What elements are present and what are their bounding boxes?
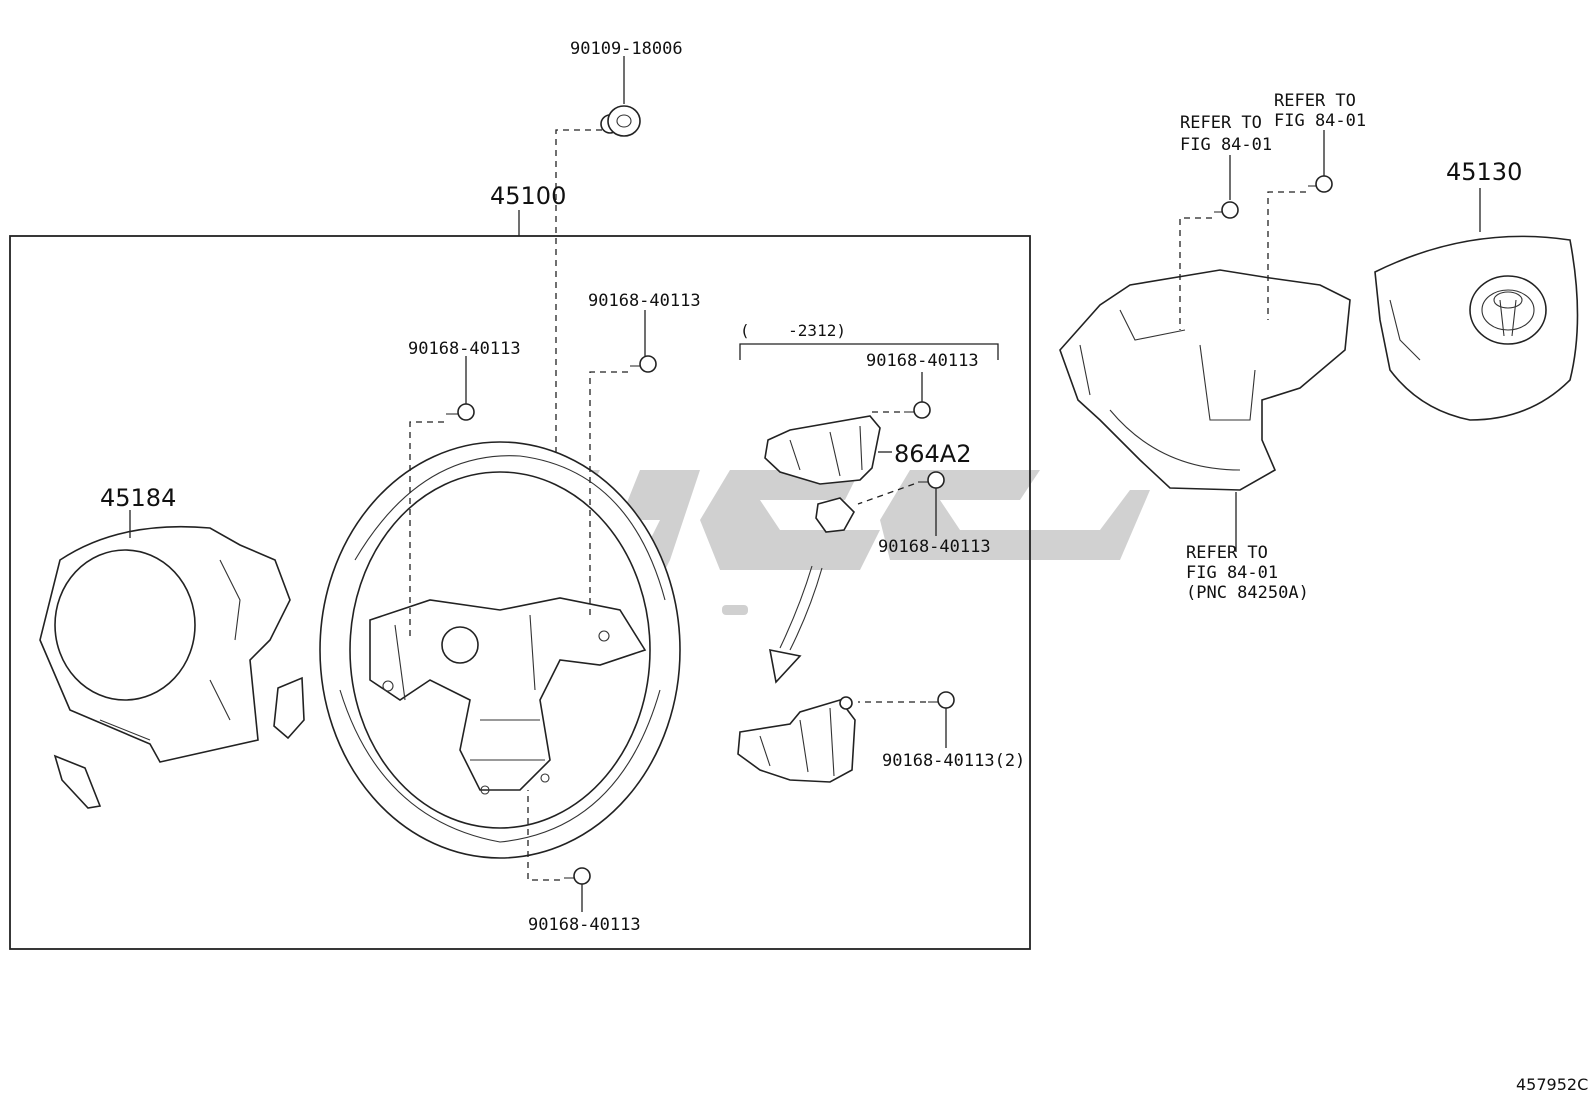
label-refer-a-1: REFER TO <box>1180 113 1262 133</box>
label-refer-c-2: FIG 84-01 <box>1186 563 1278 583</box>
label-refer-b-1: REFER TO <box>1274 91 1356 111</box>
label-refer-c-1: REFER TO <box>1186 543 1268 563</box>
label-screw-center: 90168-40113 <box>588 291 701 311</box>
screw-refer-a-icon <box>1214 201 1239 219</box>
assembly-frame <box>9 235 1031 950</box>
clip-icon <box>815 497 855 533</box>
screw-bottom-icon <box>564 867 591 885</box>
screw-left-icon <box>446 403 475 421</box>
label-cover: 45184 <box>100 484 176 512</box>
label-refer-a-2: FIG 84-01 <box>1180 135 1272 155</box>
label-refer-c-3: (PNC 84250A) <box>1186 583 1309 603</box>
figure-id: 457952C <box>1516 1075 1588 1094</box>
nut-icon <box>600 105 641 137</box>
label-screw-clip: 90168-40113 <box>878 537 991 557</box>
airbag-icon <box>1374 235 1579 421</box>
label-screw-bracket: 90168-40113 <box>866 351 979 371</box>
screw-switch-icon <box>928 691 955 709</box>
wheel-pad-assembly-icon <box>1059 269 1351 491</box>
label-screw-switch: 90168-40113(2) <box>882 751 1025 771</box>
label-assembly: 45100 <box>490 182 566 210</box>
screw-refer-b-icon <box>1308 175 1333 193</box>
label-range-note: ( -2312) <box>740 321 846 340</box>
label-screw-left: 90168-40113 <box>408 339 521 359</box>
label-screw-bottom: 90168-40113 <box>528 915 641 935</box>
steering-switch-icon <box>737 696 856 783</box>
switch-cover-icon <box>764 415 881 485</box>
column-cover-icon <box>39 525 305 809</box>
direction-arrow-icon <box>768 565 823 684</box>
label-airbag: 45130 <box>1446 158 1522 186</box>
screw-bracket-icon <box>904 401 931 419</box>
range-bracket <box>739 343 999 360</box>
label-refer-b-2: FIG 84-01 <box>1274 111 1366 131</box>
label-bracket-part: 864A2 <box>894 440 972 468</box>
steering-wheel-icon <box>319 441 681 859</box>
label-nut-top: 90109-18006 <box>570 39 683 59</box>
screw-center-icon <box>630 355 657 373</box>
